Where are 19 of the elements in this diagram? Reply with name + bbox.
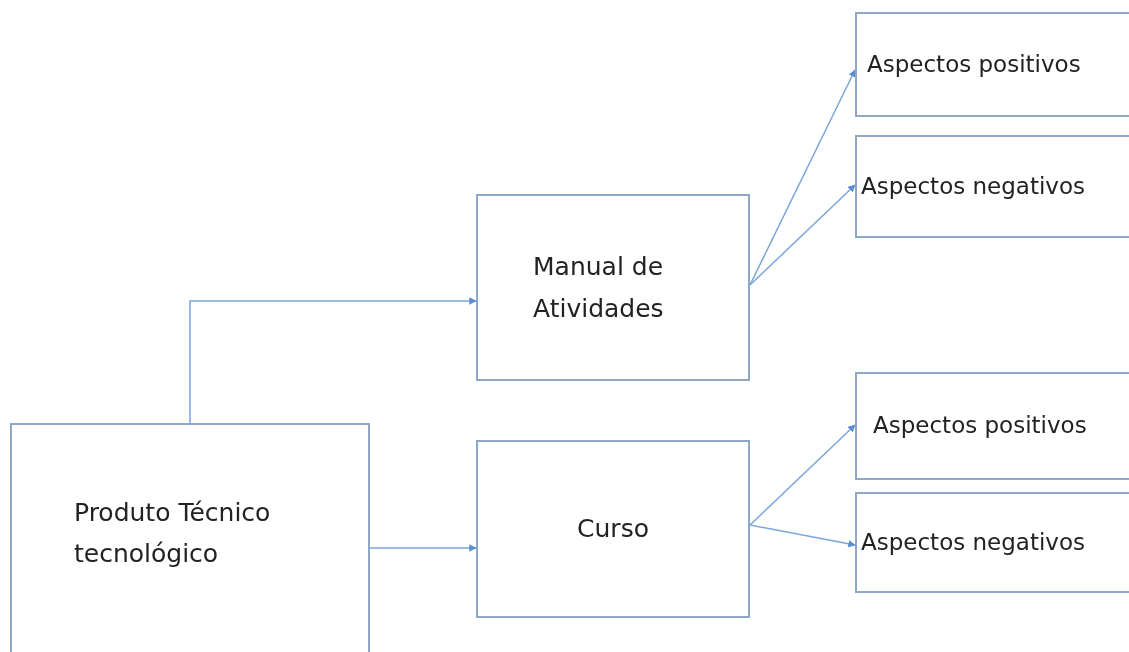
box-label: Aspectos positivos (873, 411, 1087, 441)
arrow (749, 524, 856, 548)
arrow (189, 297, 477, 424)
box-label: Aspectos negativos (861, 527, 1085, 557)
process-box (855, 492, 1129, 593)
arrow (369, 544, 477, 552)
box-label: Aspectos positivos (867, 49, 1081, 79)
process-box (10, 423, 370, 652)
arrow (749, 184, 856, 286)
box-label: Aspectos negativos (861, 171, 1085, 201)
box-label: Manual de Atividades (533, 251, 665, 325)
process-box (855, 12, 1129, 117)
box-label: Produto Técnico tecnológico (74, 496, 272, 570)
process-box (476, 194, 750, 381)
box-label: Curso (577, 513, 649, 546)
process-box (855, 372, 1129, 480)
process-box (855, 135, 1129, 238)
process-box (476, 440, 750, 618)
arrow (749, 424, 856, 526)
